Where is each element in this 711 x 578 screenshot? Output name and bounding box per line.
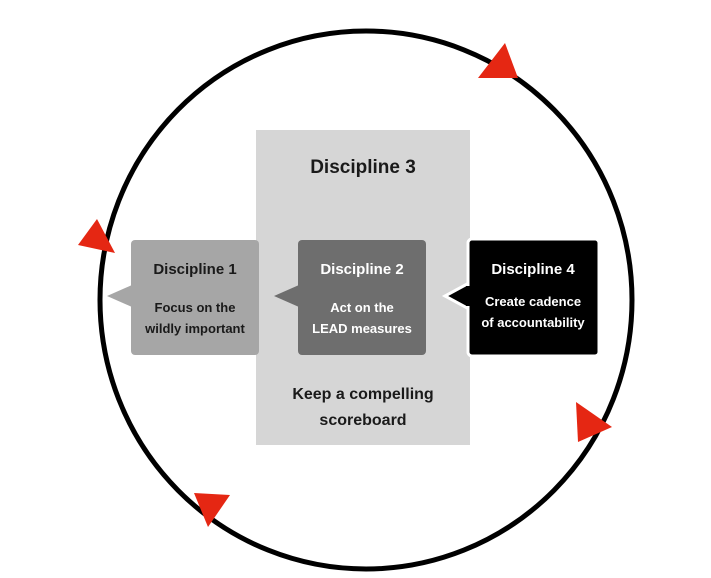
discipline4-pointer-cover xyxy=(466,286,472,306)
discipline2-pointer xyxy=(274,285,299,307)
discipline2-callout: Discipline 2 Act on the LEAD measures xyxy=(274,240,426,355)
discipline1-title: Discipline 1 xyxy=(153,261,236,278)
discipline4-line2: of accountability xyxy=(481,315,585,330)
discipline2-line2: LEAD measures xyxy=(312,321,412,336)
arrow-left-icon xyxy=(78,219,115,253)
discipline4-line1: Create cadence xyxy=(485,294,581,309)
discipline3-title: Discipline 3 xyxy=(310,157,416,178)
cycle-circle xyxy=(97,28,635,572)
discipline3-caption-line2: scoreboard xyxy=(319,412,406,429)
discipline4-title: Discipline 4 xyxy=(491,261,575,278)
arrow-bottom-left-icon xyxy=(194,493,230,527)
discipline3-caption-line1: Keep a compelling xyxy=(292,386,433,403)
discipline2-title: Discipline 2 xyxy=(320,261,403,278)
discipline1-line2: wildly important xyxy=(144,321,245,336)
discipline1-box xyxy=(131,240,259,355)
discipline2-box xyxy=(298,240,426,355)
discipline1-line1: Focus on the xyxy=(155,300,236,315)
discipline1-pointer xyxy=(107,285,132,307)
discipline1-callout: Discipline 1 Focus on the wildly importa… xyxy=(107,240,259,355)
arrow-right-icon xyxy=(576,402,612,442)
arrow-top-right-icon xyxy=(478,43,518,78)
discipline2-line1: Act on the xyxy=(330,300,394,315)
discipline4-callout: Discipline 4 Create cadence of accountab… xyxy=(441,237,601,358)
